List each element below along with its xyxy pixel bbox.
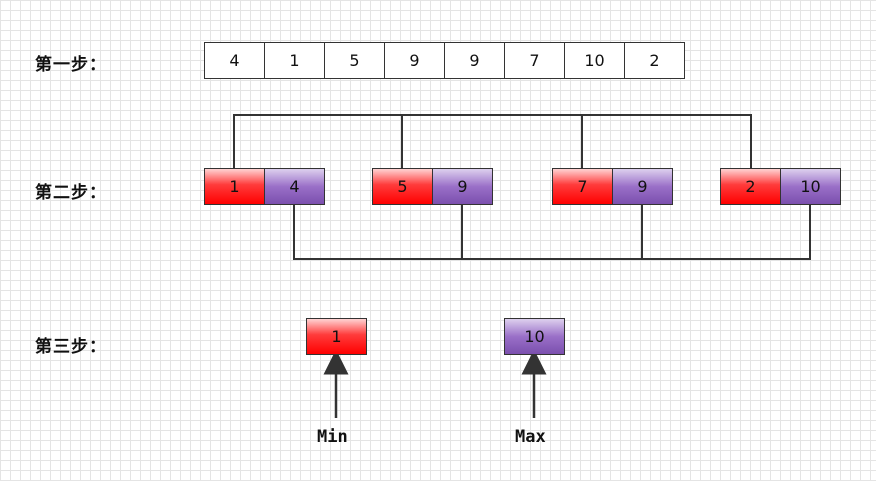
result-min-cell: 1 [306,318,367,355]
max-label: Max [515,427,546,447]
array-cell: 4 [204,42,265,79]
pair-min-cell: 1 [204,168,265,205]
max-bracket [293,205,811,260]
array-cell: 9 [444,42,505,79]
pair-max-cell: 9 [612,168,673,205]
array-cell: 5 [324,42,385,79]
step1-label: 第一步： [35,55,107,75]
array-cell: 1 [264,42,325,79]
pair-min-cell: 7 [552,168,613,205]
pair-max-cell: 4 [264,168,325,205]
min-bracket [233,114,752,168]
pair-min-cell: 5 [372,168,433,205]
pair-max-cell: 10 [780,168,841,205]
result-max-cell: 10 [504,318,565,355]
array-cell: 9 [384,42,445,79]
min-label: Min [317,427,348,447]
array-cell: 10 [564,42,625,79]
array-cell: 7 [504,42,565,79]
array-cell: 2 [624,42,685,79]
pair-min-cell: 2 [720,168,781,205]
step2-label: 第二步： [35,183,107,203]
step3-label: 第三步： [35,337,107,357]
pair-max-cell: 9 [432,168,493,205]
